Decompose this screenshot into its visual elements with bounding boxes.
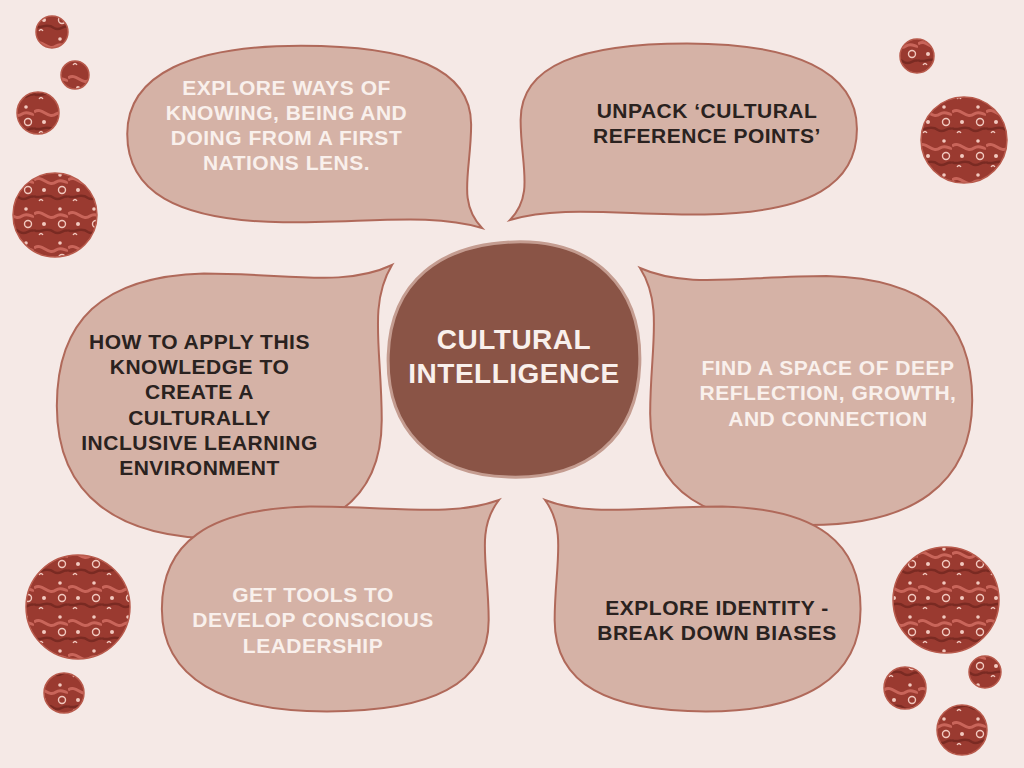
- text-area: CULTURAL INTELLIGENCE: [403, 287, 625, 427]
- speech-bubble: EXPLORE WAYS OF KNOWING, BEING AND DOING…: [120, 40, 482, 228]
- center-title: CULTURAL INTELLIGENCE: [403, 323, 625, 390]
- text-area: EXPLORE IDENTITY - BREAK DOWN BIASES: [590, 545, 844, 695]
- bubble-text: UNPACK ‘CULTURAL REFERENCE POINTS’: [570, 98, 844, 148]
- center-blob: CULTURAL INTELLIGENCE: [383, 237, 645, 482]
- speech-bubble: FIND A SPACE OF DEEP REFLECTION, GROWTH,…: [640, 268, 979, 533]
- text-area: FIND A SPACE OF DEEP REFLECTION, GROWTH,…: [695, 303, 961, 483]
- text-area: EXPLORE WAYS OF KNOWING, BEING AND DOING…: [142, 55, 431, 195]
- text-area: UNPACK ‘CULTURAL REFERENCE POINTS’: [570, 63, 844, 183]
- bubble-text: GET TOOLS TO DEVELOP CONSCIOUS LEADERSHI…: [180, 582, 446, 658]
- speech-bubble: UNPACK ‘CULTURAL REFERENCE POINTS’: [510, 38, 864, 220]
- speech-bubble: EXPLORE IDENTITY - BREAK DOWN BIASES: [545, 500, 867, 718]
- pattern-circles: [13, 16, 1007, 755]
- text-area: GET TOOLS TO DEVELOP CONSCIOUS LEADERSHI…: [180, 545, 446, 695]
- speech-bubble: GET TOOLS TO DEVELOP CONSCIOUS LEADERSHI…: [155, 500, 499, 718]
- bubble-text: EXPLORE WAYS OF KNOWING, BEING AND DOING…: [142, 75, 431, 176]
- text-area: HOW TO APPLY THIS KNOWLEDGE TO CREATE A …: [75, 287, 324, 522]
- speech-bubble: HOW TO APPLY THIS KNOWLEDGE TO CREATE A …: [50, 265, 392, 547]
- bubble-text: FIND A SPACE OF DEEP REFLECTION, GROWTH,…: [695, 355, 961, 431]
- bubble-text: HOW TO APPLY THIS KNOWLEDGE TO CREATE A …: [75, 329, 324, 480]
- bubble-text: EXPLORE IDENTITY - BREAK DOWN BIASES: [590, 595, 844, 645]
